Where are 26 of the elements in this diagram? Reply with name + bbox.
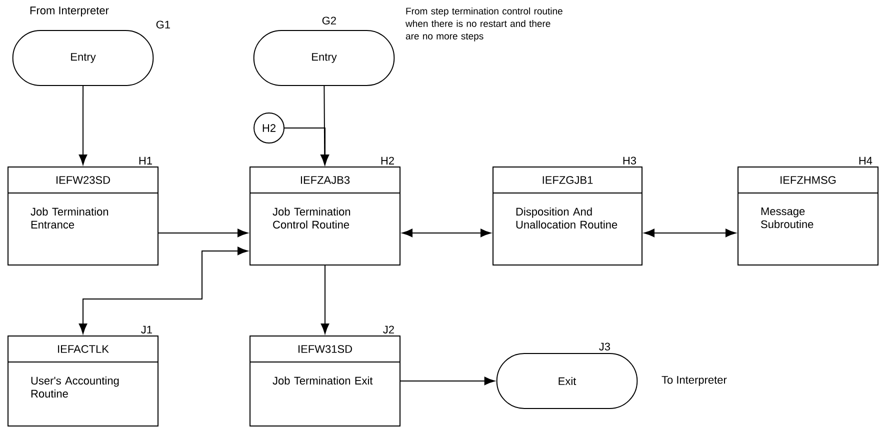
arrow: [78, 246, 248, 334]
module-box: IEFACTLK User's Accounting Routine: [8, 336, 158, 426]
reference-label: G2: [322, 16, 336, 24]
arrow: [400, 376, 495, 386]
arrow: [402, 228, 491, 238]
module-box: IEFZHMSG Message Subroutine: [738, 166, 878, 266]
reference-label: H2: [381, 156, 394, 164]
arrow: [78, 86, 88, 165]
annotation-text: From step termination control routine when there is no restart and there are no more steps: [406, 8, 562, 42]
reference-label: J2: [383, 326, 394, 334]
arrow: [284, 128, 330, 165]
module-box: IEFZAJB3 Job Termination Control Routine: [250, 166, 400, 266]
annotation-text: From Interpreter: [30, 6, 109, 16]
module-box: IEFW23SD Job Termination Entrance: [8, 166, 158, 266]
arrow: [158, 228, 248, 238]
module-box: IEFW31SD Job Termination Exit: [250, 336, 400, 426]
annotation-text: To Interpreter: [662, 376, 727, 386]
arrow: [644, 228, 736, 238]
arrow: [320, 265, 330, 334]
reference-label: H1: [139, 156, 152, 164]
module-box: IEFZGJB1 Disposition And Unallocation Routine: [492, 166, 642, 266]
reference-label: H3: [623, 156, 636, 164]
reference-label: J1: [141, 326, 152, 334]
reference-label: J3: [599, 342, 610, 350]
reference-label: H4: [859, 156, 872, 164]
reference-label: G1: [156, 20, 170, 28]
